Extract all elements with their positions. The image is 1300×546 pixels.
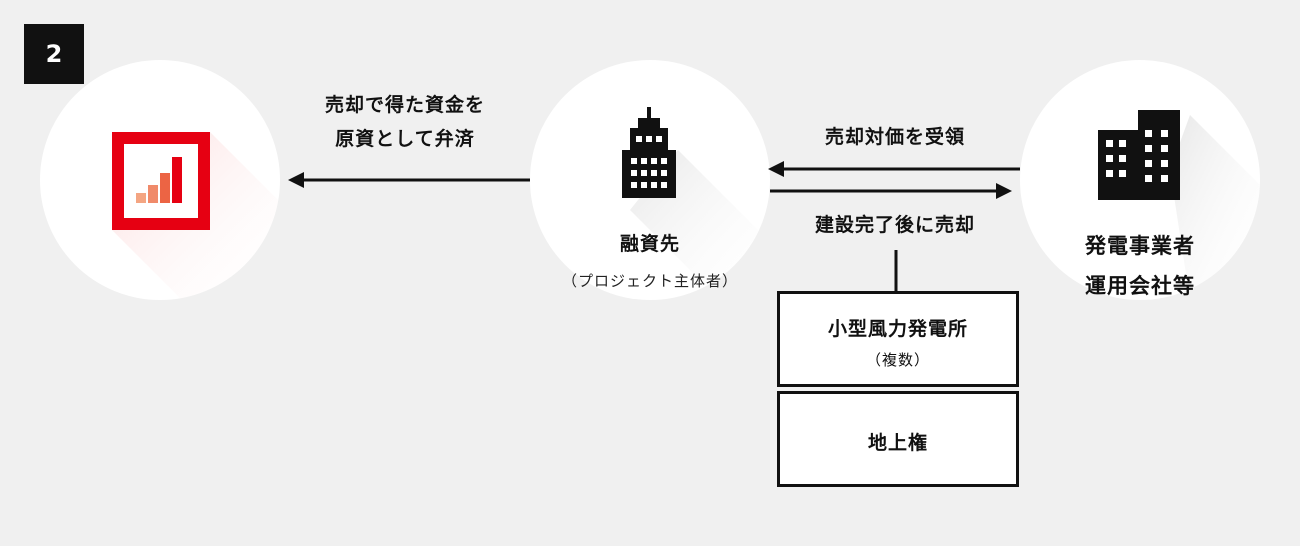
surface-right-box: 地上権 xyxy=(777,391,1019,487)
operator-label-line2: 運用会社等 xyxy=(1085,274,1195,298)
step-number: 2 xyxy=(45,40,63,68)
sale-label: 建設完了後に売却 xyxy=(814,214,975,236)
operator-label-line1: 発電事業者 xyxy=(1085,234,1195,258)
payment-label: 売却対価を受領 xyxy=(824,126,965,148)
surface-right-title: 地上権 xyxy=(867,432,928,454)
borrower-subtitle: （プロジェクト主体者） xyxy=(561,272,738,290)
office-building-icon xyxy=(622,107,676,198)
wind-plant-subtitle: （複数） xyxy=(865,351,930,369)
repayment-label: 売却で得た資金を 原資として弁済 xyxy=(285,88,525,156)
sale-arrow xyxy=(770,183,1012,199)
wind-plant-box: 小型風力発電所 （複数） xyxy=(777,291,1019,387)
operator-node xyxy=(1020,60,1260,300)
payment-arrow xyxy=(768,161,1020,177)
long-shadow xyxy=(1170,115,1260,300)
repayment-label-line2: 原資として弁済 xyxy=(335,128,475,150)
lender-node xyxy=(40,60,280,300)
borrower-node xyxy=(530,60,770,300)
wind-plant-title: 小型風力発電所 xyxy=(827,318,968,340)
repayment-arrow xyxy=(288,172,530,188)
bank-logo-icon xyxy=(112,132,210,230)
step-badge: 2 xyxy=(24,24,84,84)
borrower-title: 融資先 xyxy=(619,233,680,255)
repayment-label-line1: 売却で得た資金を xyxy=(324,94,485,116)
operator-label: 発電事業者 運用会社等 xyxy=(1020,226,1260,306)
buildings-icon xyxy=(1098,110,1180,200)
